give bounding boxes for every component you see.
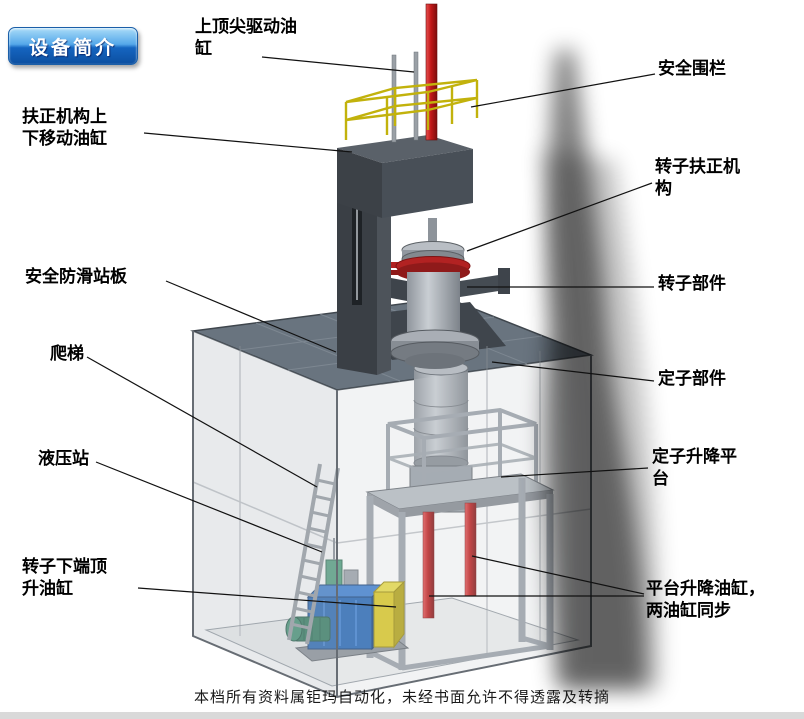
top-drive-cylinder <box>391 3 438 143</box>
label-rotor-centering-mechanism: 转子扶正机 构 <box>655 157 740 199</box>
leader-antislip <box>165 280 337 353</box>
label-stator-lift-platform: 定子升降平 台 <box>652 447 737 489</box>
access-ladder <box>287 463 340 645</box>
label-platform-lift-cylinders: 平台升降油缸， 两油缸同步 <box>646 579 765 621</box>
label-rotor-bottom-jack-cylinder: 转子下端顶 升油缸 <box>22 557 107 599</box>
leader-platform-cyl-a <box>471 555 645 595</box>
shadow-artifact <box>540 50 661 690</box>
safety-railing <box>344 78 479 140</box>
label-hydraulic-station: 液压站 <box>38 449 89 468</box>
leader-stator <box>491 361 655 382</box>
label-anti-slip-platform: 安全防滑站板 <box>25 267 127 286</box>
label-ladder: 爬梯 <box>50 344 84 363</box>
platform-lift-cylinders <box>422 502 477 619</box>
leader-centering-mech <box>466 182 653 252</box>
title-badge-label: 设备简介 <box>28 37 117 59</box>
leader-top-drive <box>261 56 415 73</box>
bottom-strip <box>0 712 804 719</box>
hydraulic-station <box>285 538 410 662</box>
label-rotor-part: 转子部件 <box>658 274 726 293</box>
leader-ladder <box>86 356 318 488</box>
press-column <box>337 170 423 375</box>
label-top-drive-cylinder: 上顶尖驱动油 缸 <box>195 17 297 59</box>
leader-fence <box>470 73 656 108</box>
leader-rotor-jack <box>137 587 397 608</box>
press-head <box>337 135 473 218</box>
title-badge: 设备简介 <box>8 27 138 65</box>
watermark-text: 本档所有资料属钜玛自动化，未经书面允许不得透露及转摘 <box>193 690 610 706</box>
leader-hydraulic <box>95 461 323 553</box>
leader-centering-cyl <box>143 132 353 153</box>
enclosure-walls <box>193 331 591 697</box>
label-safety-fence: 安全围栏 <box>658 59 726 78</box>
label-stator-part: 定子部件 <box>658 369 726 388</box>
leader-stator-lift <box>500 467 649 478</box>
label-centering-move-cylinder: 扶正机构上 下移动油缸 <box>22 107 107 149</box>
leader-lines <box>86 56 656 608</box>
